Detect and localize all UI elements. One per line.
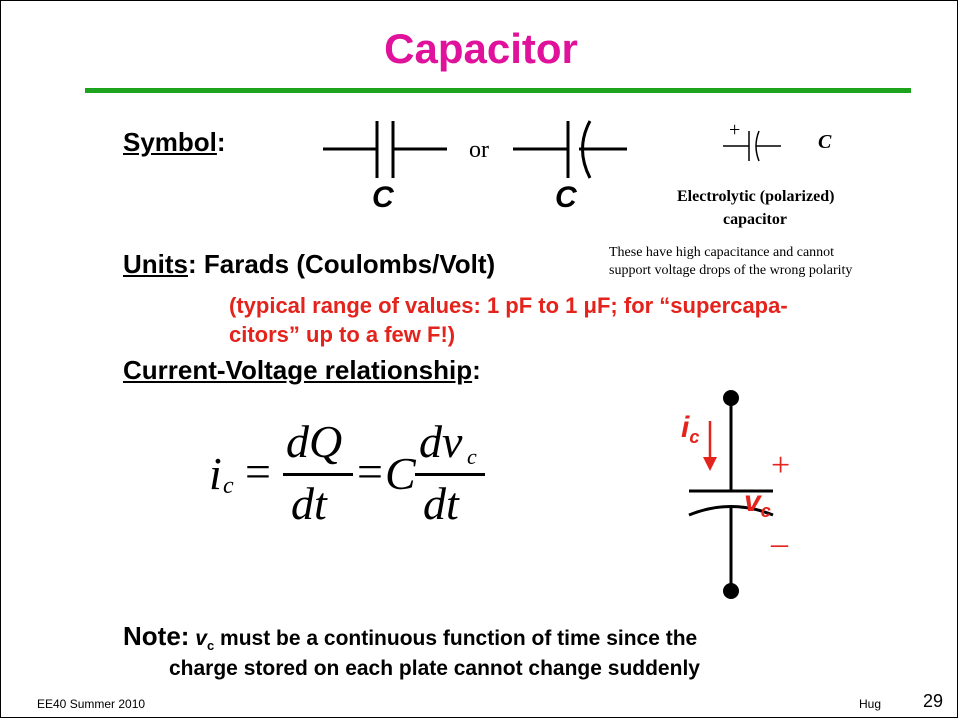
iv-heading: Current-Voltage relationship: — [123, 355, 481, 386]
capacitor-circuit — [688, 390, 774, 599]
units-label: Units — [123, 249, 188, 279]
eq-lhs-sub: c — [223, 473, 234, 499]
electrolytic-line2: capacitor — [723, 211, 787, 228]
electrolytic-note-line1: These have high capacitance and cannot — [609, 245, 835, 260]
curved-capacitor-icon — [513, 120, 627, 179]
current-sub: c — [689, 427, 700, 447]
iv-colon: : — [472, 355, 481, 385]
bottom-plate — [688, 505, 774, 517]
title-underline — [85, 88, 911, 93]
note-line1-text: must be a continuous function of time si… — [214, 627, 698, 650]
eq-frac2-num-sub: c — [467, 444, 477, 469]
eq-lhs-i: i — [209, 448, 222, 499]
eq-equals-2: = — [357, 446, 383, 497]
electrolytic-capacitor-icon — [723, 130, 781, 162]
voltage-sub: c — [760, 501, 771, 521]
symbol-label: Symbol — [123, 127, 217, 157]
top-terminal — [723, 390, 739, 406]
units-range-line2: citors” up to a few F!) — [229, 322, 456, 347]
plus-sign: + — [729, 119, 741, 141]
voltage-plus: + — [771, 447, 791, 484]
slide-title: Capacitor — [384, 25, 578, 72]
eq-frac1-num: dQ — [286, 416, 343, 467]
voltage-minus: – — [771, 525, 788, 562]
nonpolar-capacitor-icon — [323, 121, 447, 178]
eq-frac2-den: dt — [423, 478, 459, 529]
note-line1: Note: vc must be a continuous function o… — [123, 621, 697, 653]
note-v-sub: c — [206, 638, 215, 653]
note-v: v — [195, 627, 207, 650]
units-heading: Units: Farads (Coulombs/Volt) — [123, 249, 495, 280]
eq-frac2-num: dv — [419, 416, 463, 467]
electrolytic-note-line2: support voltage drops of the wrong polar… — [609, 263, 853, 278]
eq-equals-1: = — [245, 446, 271, 497]
eq-frac2-bar — [415, 473, 485, 476]
eq-frac1-bar — [283, 473, 353, 476]
iv-label: Current-Voltage relationship — [123, 355, 473, 385]
note-label: Note: — [123, 621, 190, 651]
current-arrow-head — [703, 457, 717, 471]
cap-label-2: C — [555, 181, 577, 214]
units-range-line1: (typical range of values: 1 pF to 1 μF; … — [229, 293, 788, 318]
electrolytic-c-label: C — [818, 131, 832, 153]
eq-frac1-den: dt — [291, 478, 327, 529]
voltage-v: v — [744, 485, 761, 518]
or-text: or — [469, 137, 489, 163]
voltage-label: vc — [744, 485, 771, 522]
bottom-terminal — [723, 583, 739, 599]
footer-author: Hug — [859, 697, 882, 711]
current-i: i — [681, 411, 690, 444]
page-number: 29 — [923, 691, 944, 711]
note-line2: charge stored on each plate cannot chang… — [169, 657, 700, 680]
symbol-heading: Symbol: — [123, 127, 226, 158]
eq-coef-c: C — [385, 448, 416, 499]
footer-course: EE40 Summer 2010 — [37, 697, 146, 711]
symbol-colon: : — [216, 127, 226, 157]
cap-label-1: C — [372, 181, 394, 214]
current-label: ic — [681, 411, 699, 448]
units-text: : Farads (Coulombs/Volt) — [188, 249, 496, 279]
electrolytic-line1: Electrolytic (polarized) — [677, 188, 835, 205]
